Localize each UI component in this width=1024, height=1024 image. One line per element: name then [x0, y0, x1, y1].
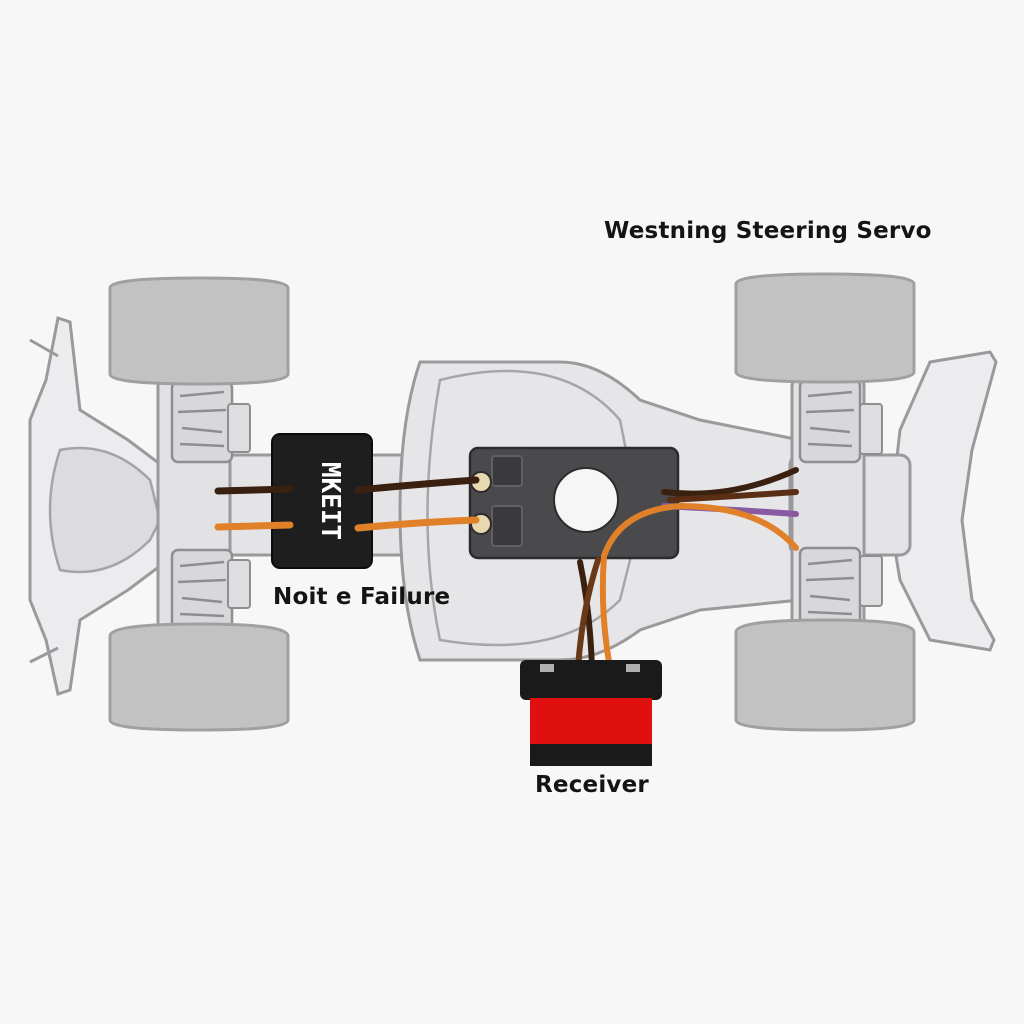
- wire-servo-orange: [601, 502, 799, 559]
- wire-rear-brown: [214, 485, 294, 495]
- wire-servo-brown-1: [661, 467, 799, 497]
- esc-chip: MKEIT: [271, 433, 373, 569]
- wire-esc-module-orange: [354, 516, 480, 532]
- wire-receiver-brown-1: [577, 559, 595, 671]
- wire-receiver-orange: [599, 553, 613, 671]
- wire-receiver-brown-2: [575, 557, 601, 671]
- steering-servo-label: Westning Steering Servo: [604, 218, 932, 244]
- wire-rear-orange: [214, 521, 294, 531]
- tire-front-right: [734, 618, 916, 732]
- tire-rear-left: [108, 276, 290, 386]
- tire-rear-right: [108, 622, 290, 732]
- rear-lower-suspension: [170, 548, 251, 632]
- front-lower-suspension: [798, 546, 883, 632]
- front-upper-suspension: [798, 378, 883, 464]
- failure-label: Noit e Failure: [273, 584, 451, 610]
- receiver-label: Receiver: [535, 772, 649, 798]
- wire-esc-module-brown: [354, 476, 480, 494]
- esc-chip-text: MKEIT: [315, 462, 345, 540]
- rear-upper-suspension: [170, 380, 251, 464]
- rear-wing: [28, 316, 170, 696]
- central-module: [468, 446, 680, 560]
- wire-servo-brown-2: [667, 489, 799, 503]
- receiver-battery: [520, 660, 662, 766]
- tire-front-left: [734, 272, 916, 384]
- wires: [214, 467, 799, 671]
